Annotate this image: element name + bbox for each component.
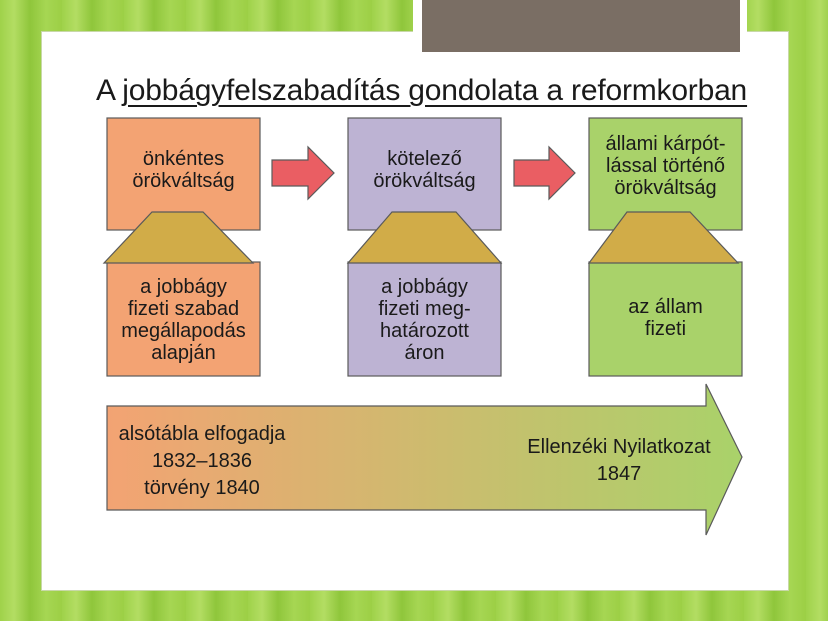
col1-bottom-line-3: megállapodás	[121, 320, 246, 342]
col3-top-line-1: állami kárpót-	[605, 133, 726, 155]
col1-top-line-1: önkéntes	[142, 148, 225, 170]
col1-roof	[102, 211, 255, 264]
title-underlined: jobbágyfelszabadítás gondolata a reformk…	[122, 74, 748, 107]
col3-bottom-line-2: fizeti	[644, 318, 687, 340]
col2-bottom-line-1: a jobbágy	[381, 276, 468, 298]
col1-bottom-line-2: fizeti szabad	[127, 298, 240, 320]
arrow-1-2	[271, 145, 335, 201]
col1-bottom-line-1: a jobbágy	[140, 276, 227, 298]
timeline-left-line-2: 1832–1836	[151, 450, 253, 472]
arrow-2-3	[513, 145, 576, 201]
col1-bottom-line-4: alapján	[151, 342, 216, 364]
timeline-left-line-3: törvény 1840	[144, 477, 260, 499]
timeline-arrow	[106, 383, 743, 536]
col1-top-line-2: örökváltság	[132, 170, 235, 192]
col2-bottom-line-3: határozott	[380, 320, 469, 342]
col2-roof	[346, 211, 503, 264]
timeline-right-line-2: 1847	[596, 463, 642, 485]
col1-top-box	[106, 117, 261, 231]
col3-bottom-line-1: az állam	[628, 296, 703, 318]
col3-bottom-box	[588, 261, 743, 377]
col3-top-box	[588, 117, 743, 231]
col2-bottom-line-4: áron	[404, 342, 445, 364]
timeline-left-line-1: alsótábla elfogadja	[118, 423, 286, 445]
slide-title: A jobbágyfelszabadítás gondolata a refor…	[96, 74, 776, 108]
title-tab	[422, 0, 740, 52]
col3-top-line-2: lással történő	[606, 155, 725, 177]
col2-top-line-2: örökváltság	[373, 170, 476, 192]
col2-top-line-1: kötelező	[387, 148, 462, 170]
col2-bottom-box	[347, 261, 502, 377]
col1-bottom-box	[106, 261, 261, 377]
timeline-left-label: alsótábla elfogadja 1832–1836 törvény 18…	[112, 421, 292, 502]
col3-top-line-3: örökváltság	[614, 177, 717, 199]
timeline-right-label: Ellenzéki Nyilatkozat 1847	[510, 434, 728, 488]
timeline-right-line-1: Ellenzéki Nyilatkozat	[527, 436, 711, 458]
col3-roof	[587, 211, 740, 264]
col2-bottom-line-2: fizeti meg-	[378, 298, 471, 320]
title-prefix: A	[96, 74, 123, 107]
